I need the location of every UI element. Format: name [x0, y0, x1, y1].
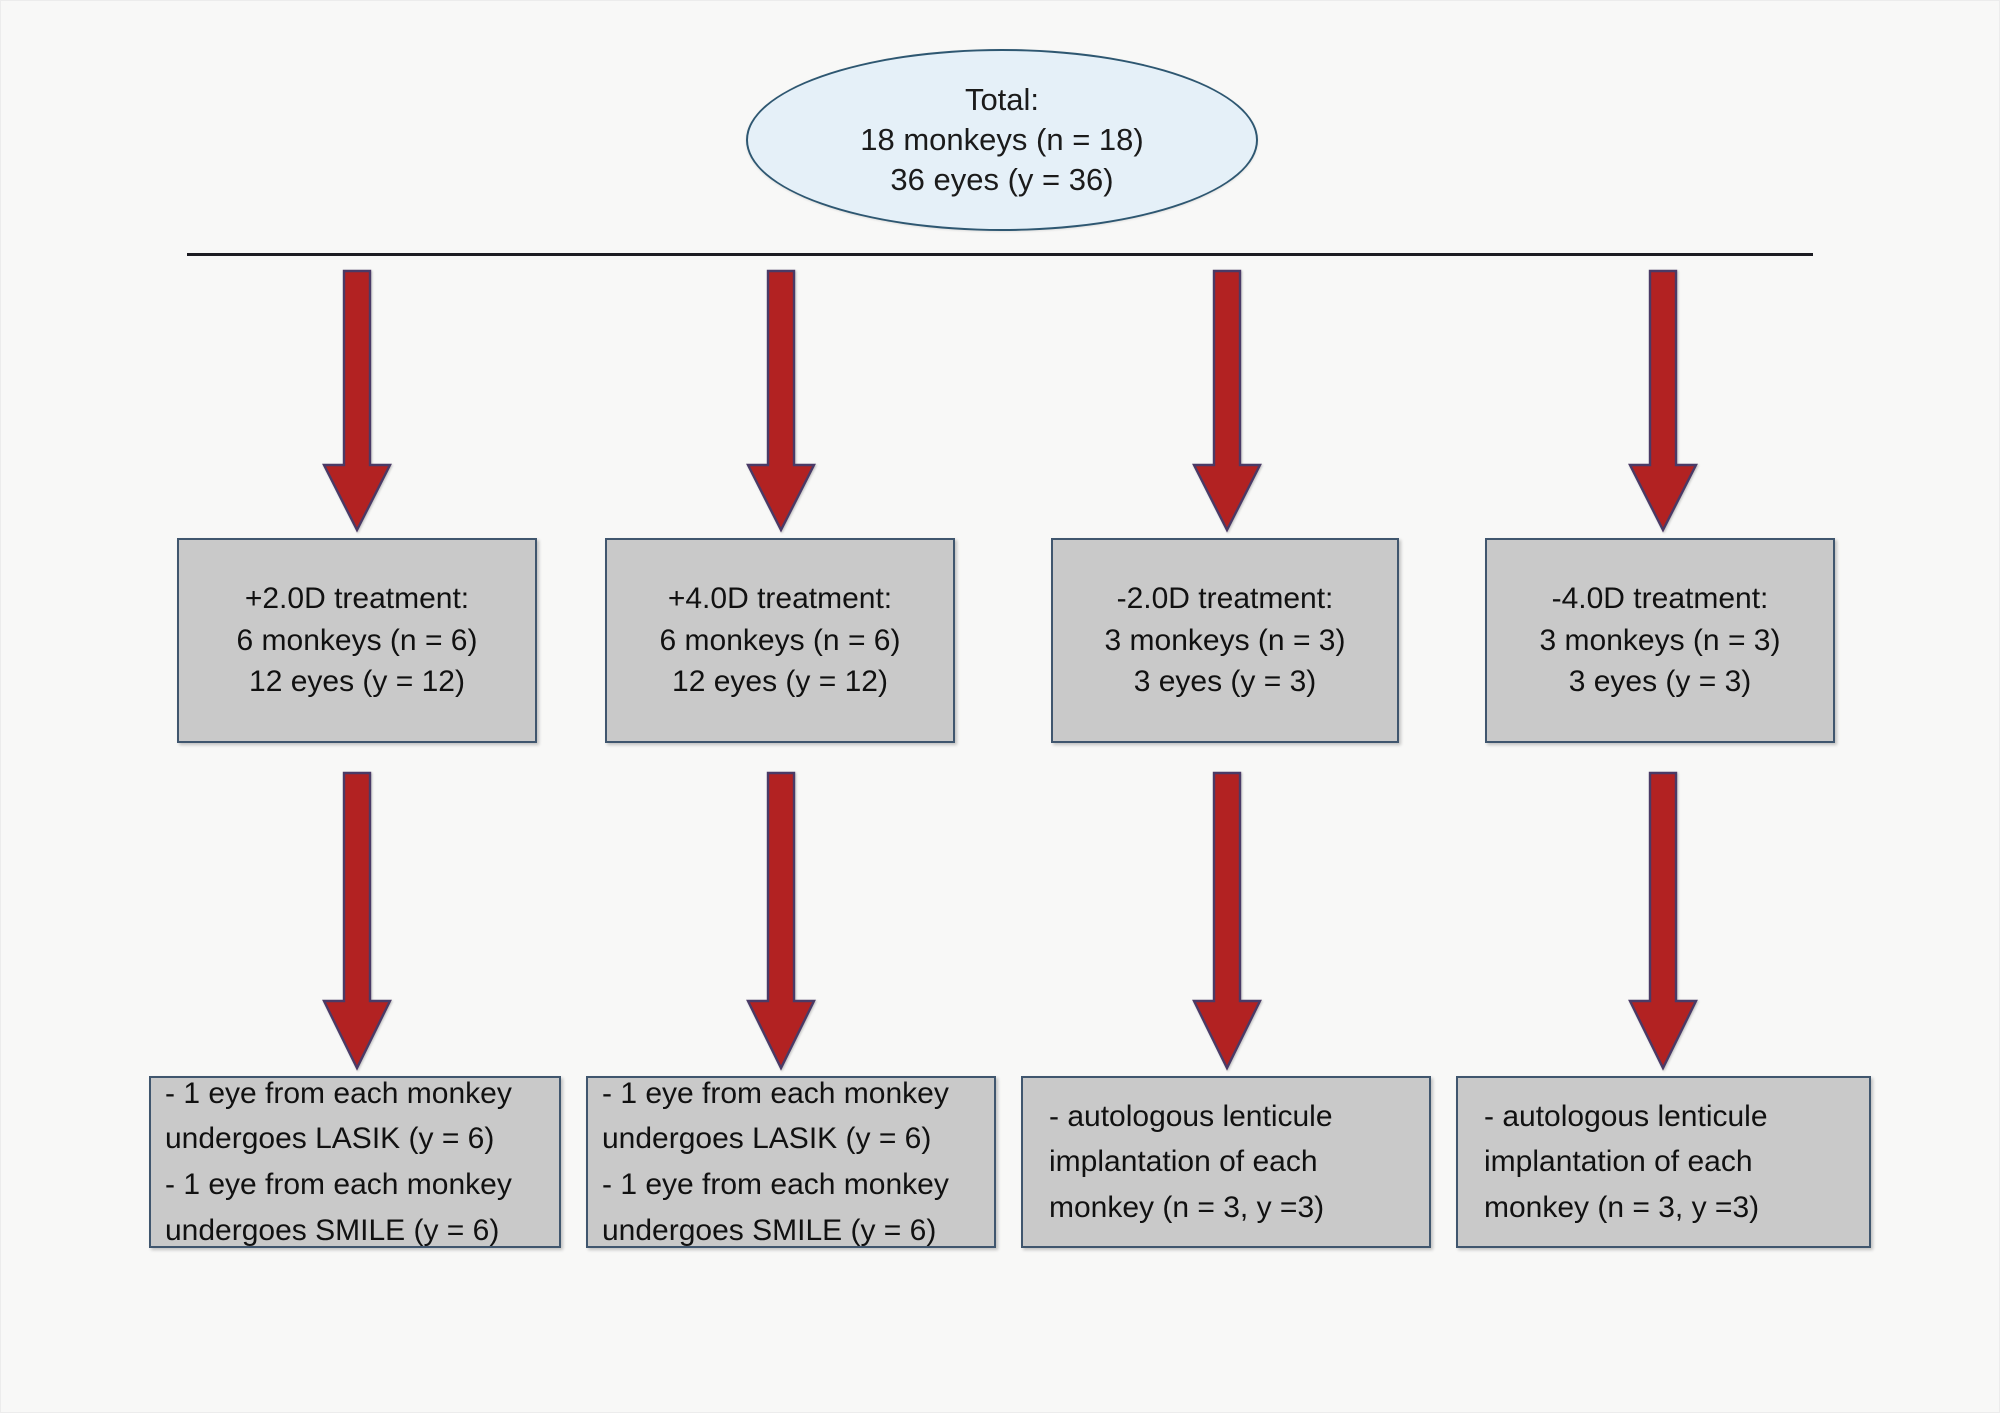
procedure-box-plus-2d-line-3: - 1 eye from each monkey [165, 1168, 512, 1201]
arrow-rail-to-plus-2d [322, 269, 392, 533]
total-node: Total: 18 monkeys (n = 18) 36 eyes (y = … [746, 49, 1258, 231]
arrow-plus-2d-to-procedures [322, 771, 392, 1071]
procedure-box-plus-2d-line-2: undergoes LASIK (y = 6) [165, 1122, 495, 1156]
arrow-minus-2d-to-procedures [1192, 771, 1262, 1071]
procedure-box-minus-4d-line-3: monkey (n = 3, y =3) [1484, 1190, 1760, 1224]
treatment-box-minus-4d-line-3: 3 eyes (y = 3) [1568, 665, 1752, 699]
procedure-box-minus-2d-line-2: implantation of each [1049, 1145, 1318, 1179]
procedure-box-plus-4d-line-1: - 1 eye from each monkey [602, 1076, 949, 1110]
treatment-box-minus-4d-line-2: 3 monkeys (n = 3) [1539, 623, 1781, 657]
procedure-box-minus-2d: - autologous lenticule implantation of e… [1021, 1076, 1431, 1248]
total-node-line-1: Total: [964, 81, 1040, 117]
treatment-box-minus-2d: -2.0D treatment: 3 monkeys (n = 3) 3 eye… [1051, 538, 1399, 743]
arrow-minus-4d-to-procedures [1628, 771, 1698, 1071]
procedure-box-minus-4d: - autologous lenticule implantation of e… [1456, 1076, 1871, 1248]
treatment-box-plus-4d-line-3: 12 eyes (y = 12) [672, 665, 888, 699]
treatment-box-minus-2d-line-2: 3 monkeys (n = 3) [1104, 623, 1346, 657]
total-node-line-3: 36 eyes (y = 36) [890, 162, 1114, 198]
arrow-rail-to-plus-4d [746, 269, 816, 533]
treatment-box-minus-4d: -4.0D treatment: 3 monkeys (n = 3) 3 eye… [1485, 538, 1835, 743]
arrow-rail-to-minus-4d [1628, 269, 1698, 533]
arrow-plus-4d-to-procedures [746, 771, 816, 1071]
treatment-box-plus-4d-line-1: +4.0D treatment: [667, 582, 893, 616]
total-node-line-2: 18 monkeys (n = 18) [860, 121, 1144, 157]
procedure-box-plus-4d: - 1 eye from each monkey undergoes LASIK… [586, 1076, 996, 1248]
treatment-box-plus-2d: +2.0D treatment: 6 monkeys (n = 6) 12 ey… [177, 538, 537, 743]
procedure-box-plus-4d-line-4: undergoes SMILE (y = 6) [602, 1213, 937, 1247]
procedure-box-plus-2d: - 1 eye from each monkey undergoes LASIK… [149, 1076, 561, 1248]
procedure-box-plus-4d-line-3: - 1 eye from each monkey [602, 1168, 949, 1201]
procedure-box-minus-2d-line-3: monkey (n = 3, y =3) [1049, 1190, 1325, 1224]
treatment-box-plus-4d: +4.0D treatment: 6 monkeys (n = 6) 12 ey… [605, 538, 955, 743]
treatment-box-minus-4d-line-1: -4.0D treatment: [1551, 582, 1769, 616]
procedure-box-minus-4d-line-2: implantation of each [1484, 1145, 1753, 1179]
distribution-rail [187, 253, 1813, 256]
treatment-box-minus-2d-line-1: -2.0D treatment: [1116, 582, 1334, 616]
arrow-rail-to-minus-2d [1192, 269, 1262, 533]
procedure-box-plus-4d-line-2: undergoes LASIK (y = 6) [602, 1122, 932, 1156]
procedure-box-plus-2d-line-4: undergoes SMILE (y = 6) [165, 1213, 500, 1247]
treatment-box-plus-2d-line-1: +2.0D treatment: [244, 582, 470, 616]
treatment-box-plus-2d-line-3: 12 eyes (y = 12) [249, 665, 465, 699]
procedure-box-minus-4d-line-1: - autologous lenticule [1484, 1099, 1768, 1133]
treatment-box-plus-4d-line-2: 6 monkeys (n = 6) [659, 623, 901, 657]
treatment-box-minus-2d-line-3: 3 eyes (y = 3) [1133, 665, 1317, 699]
procedure-box-minus-2d-line-1: - autologous lenticule [1049, 1099, 1333, 1133]
procedure-box-plus-2d-line-1: - 1 eye from each monkey [165, 1076, 512, 1110]
treatment-box-plus-2d-line-2: 6 monkeys (n = 6) [236, 623, 478, 657]
